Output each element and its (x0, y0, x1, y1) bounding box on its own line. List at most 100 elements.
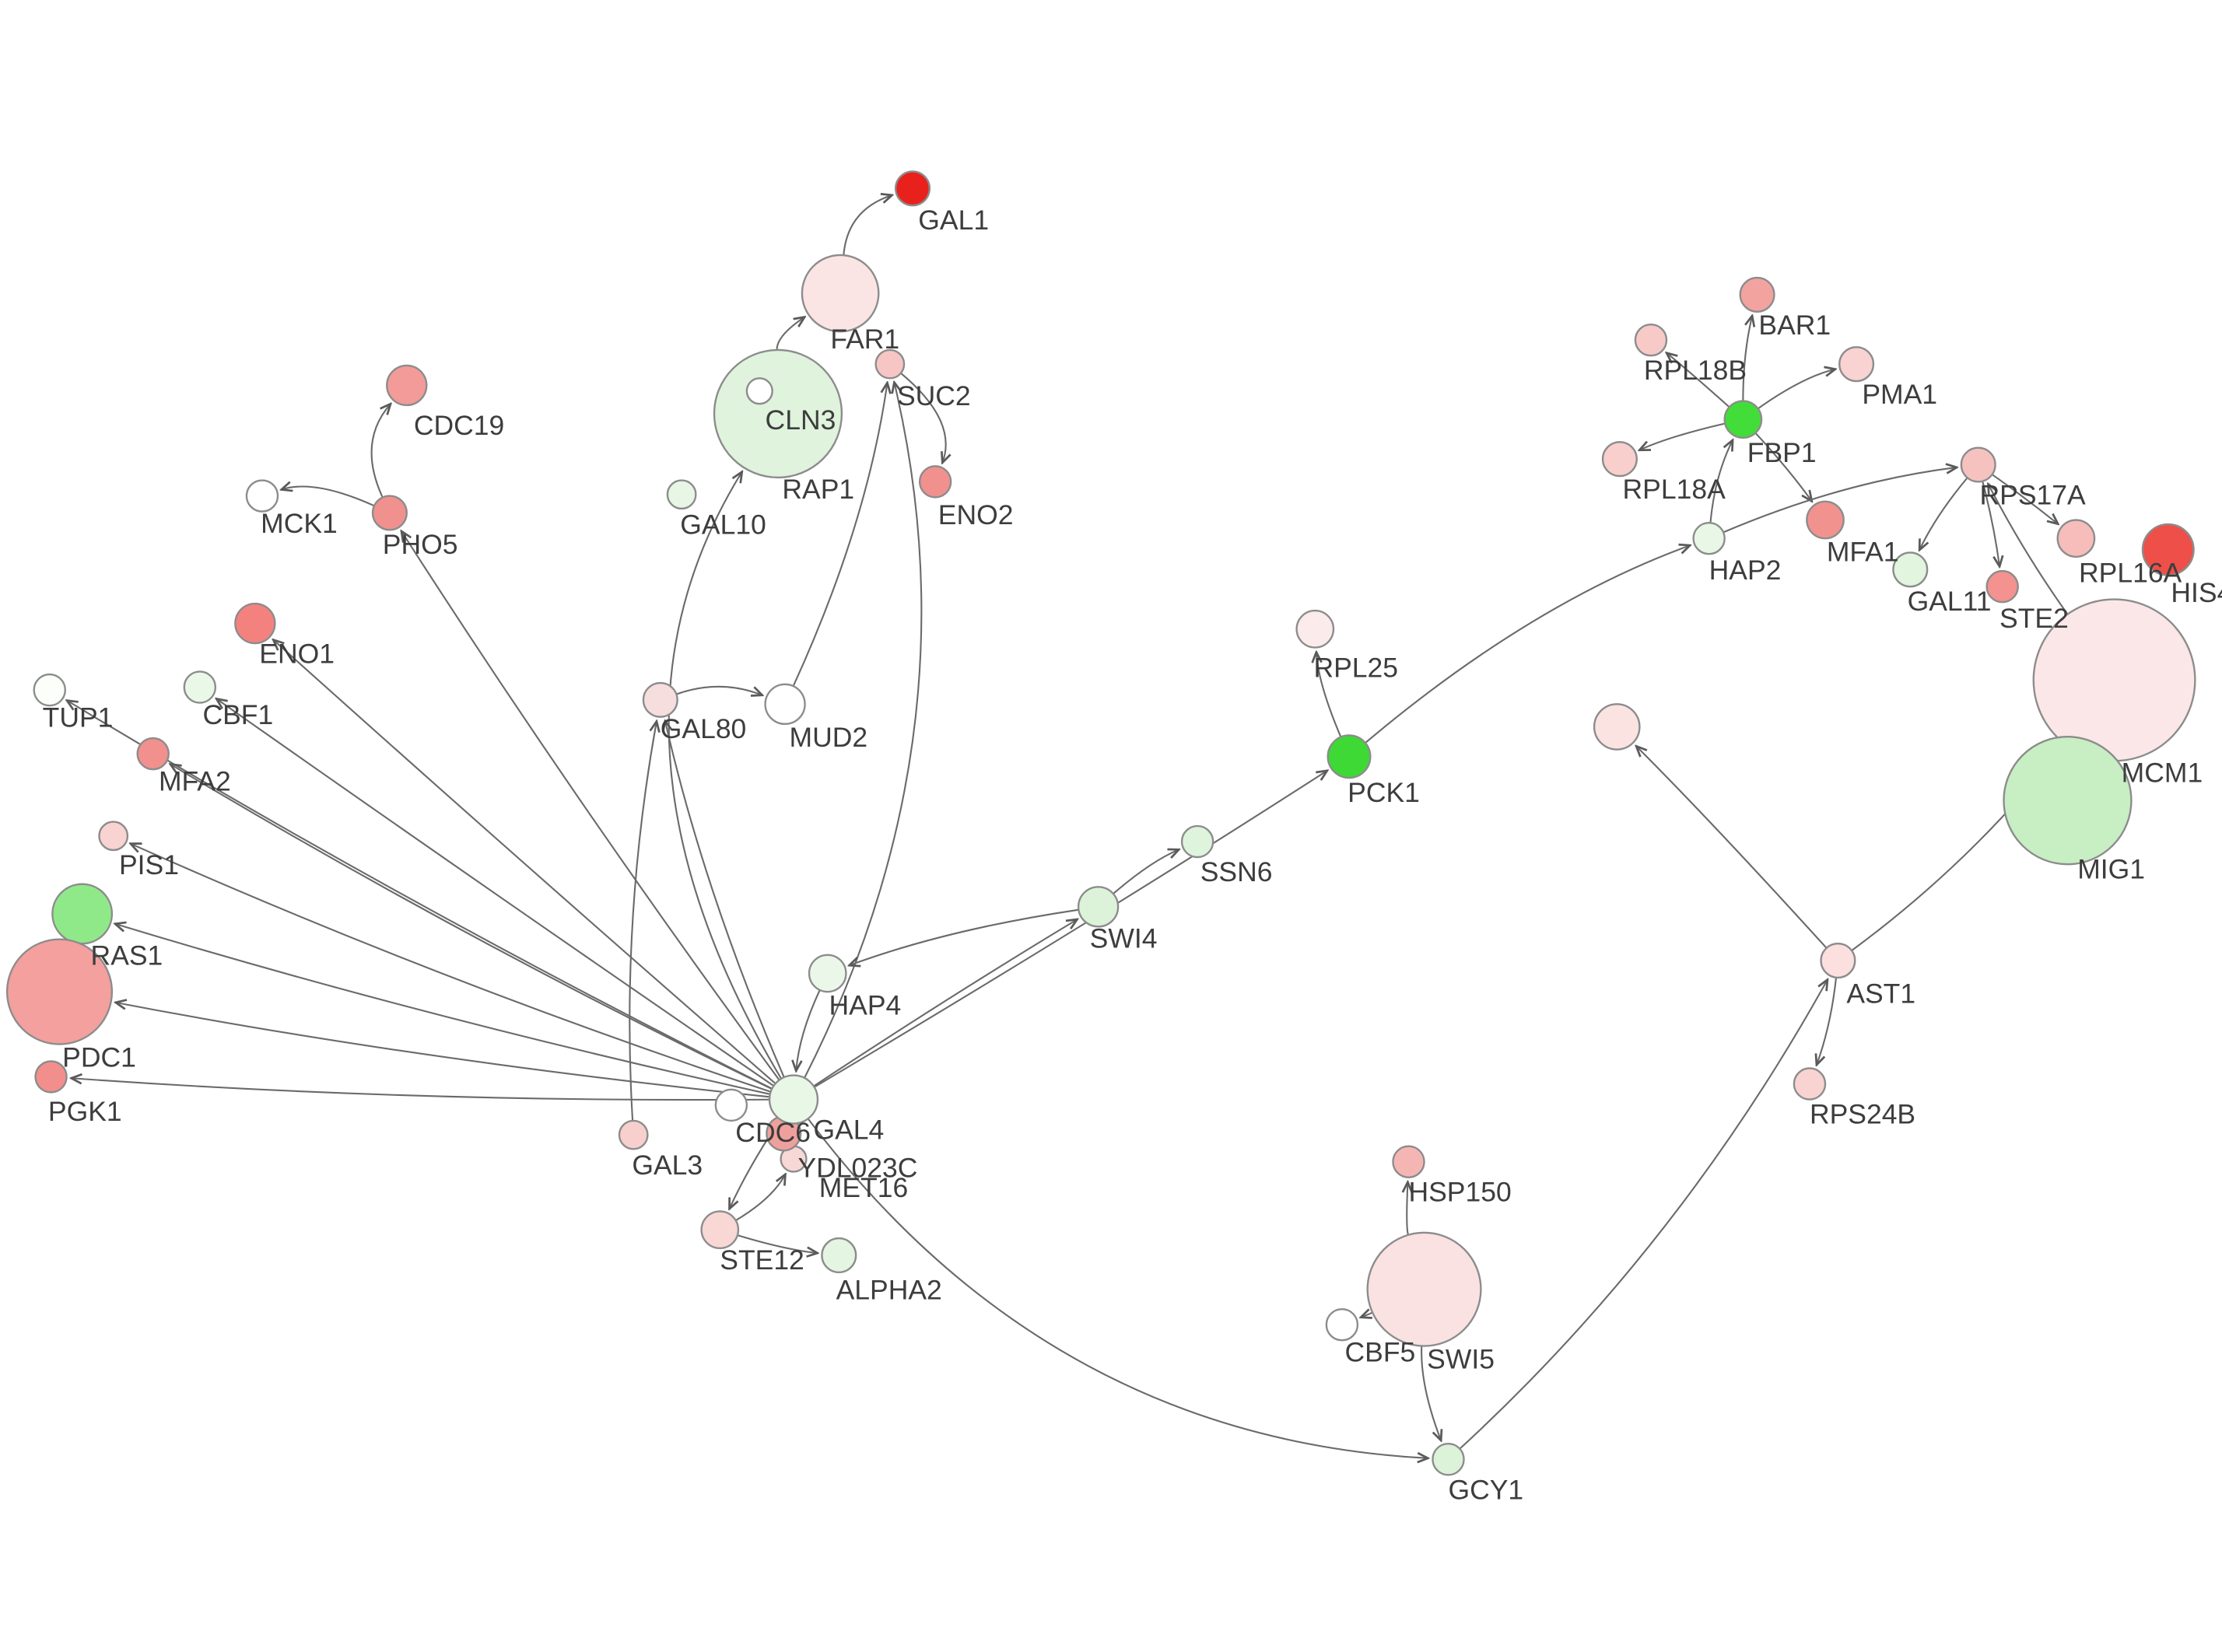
edge-GAL4-SWI4[interactable] (813, 919, 1077, 1087)
edge-SUC2-ENO2[interactable] (900, 373, 946, 463)
edge-GAL4-PIS1[interactable] (131, 844, 772, 1093)
edge-SWI5-HSP150[interactable] (1407, 1182, 1408, 1236)
edge-HAP4-GAL4[interactable] (796, 989, 821, 1070)
node-HAP4[interactable] (808, 954, 847, 993)
node-RPL18B[interactable] (1634, 323, 1668, 357)
edge-GAL4-RAP1[interactable] (668, 472, 783, 1080)
edge-GAL4-PHO5[interactable] (401, 531, 780, 1081)
edge-GAL4-RAS1[interactable] (115, 924, 770, 1095)
node-HAP2[interactable] (1692, 521, 1726, 555)
edge-RAP1-FAR1[interactable] (776, 317, 804, 351)
node-ENO1[interactable] (234, 602, 276, 645)
node-STE2[interactable] (1985, 569, 2019, 604)
node-TUP1[interactable] (33, 673, 66, 707)
edge-STE12-MET16[interactable] (735, 1174, 786, 1222)
node-SSN6[interactable] (1180, 824, 1214, 859)
edge-GAL80-MUD2[interactable] (676, 685, 762, 695)
node-RPS24B[interactable] (1793, 1067, 1827, 1101)
node-GCY1[interactable] (1432, 1443, 1465, 1476)
node-MIG1[interactable] (2003, 736, 2133, 866)
node-RAP1[interactable] (713, 348, 843, 479)
node-CDC19[interactable] (386, 364, 428, 407)
node-MFA2[interactable] (136, 737, 170, 771)
edge-GAL4-GAL80[interactable] (665, 721, 785, 1078)
edge-GCY1-AST1[interactable] (1459, 980, 1827, 1450)
edge-HAP2-RPS17A[interactable] (1723, 467, 1957, 534)
edge-RPS17A-STE2[interactable] (1982, 481, 1999, 566)
edge-GAL4-CBF1[interactable] (216, 699, 775, 1087)
edge-PHO5-MCK1[interactable] (282, 487, 375, 507)
node-RPL16A[interactable] (2056, 519, 2096, 558)
node-STE12[interactable] (700, 1210, 740, 1250)
edge-SWI5-CBF5[interactable] (1361, 1313, 1373, 1318)
edge-GAL4-TUP1[interactable] (67, 701, 773, 1090)
node-N1[interactable] (1593, 703, 1641, 751)
node-FAR1[interactable] (801, 254, 880, 333)
node-CBF1[interactable] (183, 670, 217, 704)
node-CBF5[interactable] (1325, 1307, 1359, 1342)
edge-MCM1-RPS17A[interactable] (1989, 485, 2069, 615)
node-GAL10[interactable] (666, 479, 697, 510)
edge-SWI5-GCY1[interactable] (1421, 1346, 1441, 1440)
edge-MUD2-SUC2[interactable] (792, 383, 888, 687)
node-CLN3[interactable] (745, 377, 773, 405)
node-GAL4[interactable] (768, 1074, 819, 1125)
node-HSP150[interactable] (1392, 1145, 1425, 1178)
edge-RPS17A-GAL11[interactable] (1919, 477, 1968, 550)
node-PDC1[interactable] (5, 938, 114, 1045)
edge-GAL4-GCY1[interactable] (807, 1118, 1428, 1458)
node-AST1[interactable] (1820, 943, 1856, 979)
edge-FBP1-RPL18A[interactable] (1640, 422, 1726, 450)
node-CDC6[interactable] (714, 1088, 748, 1122)
node-label-HSP150: HSP150 (1409, 1177, 1512, 1208)
edge-GAL4-MFA2[interactable] (170, 765, 773, 1090)
node-RAS1[interactable] (51, 883, 114, 945)
edge-HAP2-FBP1[interactable] (1709, 440, 1732, 523)
edge-FAR1-GAL1[interactable] (843, 195, 892, 256)
edge-RPS17A-RPL16A[interactable] (1991, 474, 2058, 523)
node-PIS1[interactable] (98, 821, 129, 852)
edge-GAL4-PCK1[interactable] (814, 771, 1327, 1088)
node-MFA1[interactable] (1806, 500, 1845, 540)
edge-SWI4-SSN6[interactable] (1113, 849, 1179, 894)
edge-FBP1-BAR1[interactable] (1742, 316, 1752, 401)
edge-PCK1-HAP2[interactable] (1365, 545, 1690, 744)
edge-AST1-N1[interactable] (1636, 747, 1828, 949)
edge-PCK1-RPL25[interactable] (1316, 653, 1342, 738)
node-SWI4[interactable] (1077, 886, 1120, 928)
node-SWI5[interactable] (1366, 1231, 1482, 1347)
node-label-PIS1: PIS1 (119, 849, 179, 880)
node-PGK1[interactable] (34, 1060, 68, 1094)
node-ALPHA2[interactable] (821, 1237, 857, 1273)
node-SUC2[interactable] (874, 348, 906, 380)
edge-GAL4-PGK1[interactable] (72, 1078, 770, 1101)
node-label-PDC1: PDC1 (62, 1042, 136, 1073)
node-PCK1[interactable] (1327, 734, 1372, 779)
node-GAL3[interactable] (618, 1119, 649, 1150)
edge-SWI4-HAP4[interactable] (850, 908, 1079, 965)
edge-PHO5-CDC19[interactable] (370, 404, 391, 499)
edge-STE12-ALPHA2[interactable] (737, 1234, 817, 1253)
edge-FBP1-PMA1[interactable] (1758, 369, 1835, 410)
node-MCK1[interactable] (245, 479, 279, 513)
node-FBP1[interactable] (1723, 400, 1763, 439)
node-BAR1[interactable] (1739, 276, 1775, 313)
edge-FBP1-RPL18B[interactable] (1666, 353, 1730, 408)
node-PHO5[interactable] (371, 495, 408, 531)
edge-GAL3-GAL80[interactable] (629, 722, 657, 1121)
node-GAL11[interactable] (1892, 551, 1929, 588)
node-GAL1[interactable] (894, 170, 931, 207)
edge-GAL4-PDC1[interactable] (116, 1003, 770, 1098)
node-HIS4[interactable] (2141, 523, 2195, 576)
node-RPL18A[interactable] (1601, 441, 1638, 478)
edge-FBP1-MFA1[interactable] (1754, 432, 1811, 501)
node-PMA1[interactable] (1838, 346, 1875, 383)
node-RPS17A[interactable] (1960, 446, 1996, 483)
node-MUD2[interactable] (764, 683, 806, 726)
node-RPL25[interactable] (1295, 609, 1335, 649)
edge-GAL4-ENO1[interactable] (274, 640, 776, 1084)
node-GAL80[interactable] (642, 681, 678, 718)
edge-AST1-RPS24B[interactable] (1817, 977, 1838, 1065)
node-ENO2[interactable] (918, 465, 952, 499)
edge-GAL4-SUC2[interactable] (804, 383, 923, 1079)
